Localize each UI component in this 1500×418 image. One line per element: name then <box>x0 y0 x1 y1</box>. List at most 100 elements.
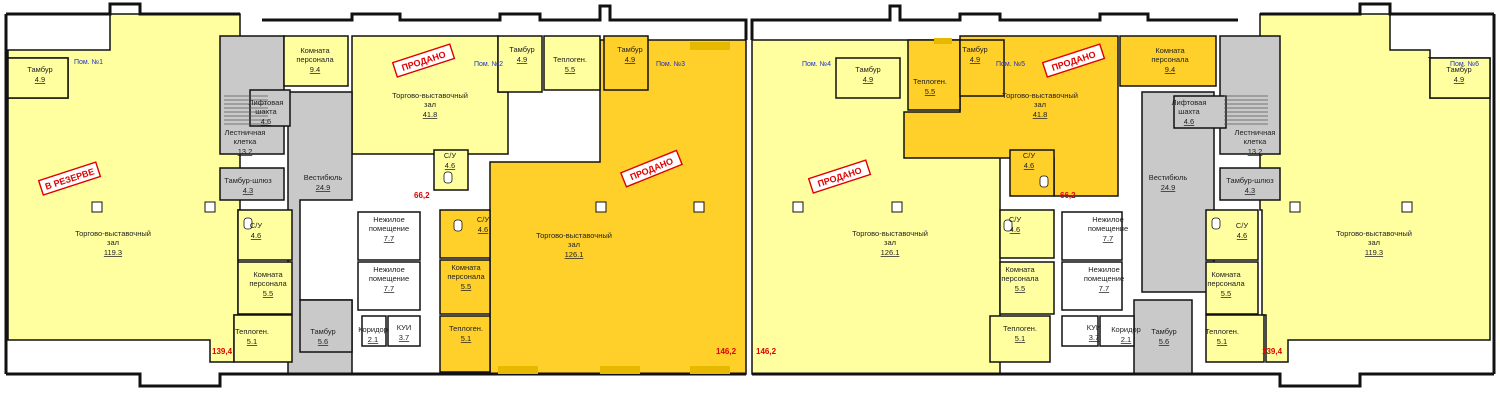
room-name: Тамбур-шлюз <box>1226 176 1274 185</box>
room-name: помещение <box>369 274 409 283</box>
room-name: помещение <box>369 224 409 233</box>
room-name: Тамбур <box>509 45 534 54</box>
room-area: 7.7 <box>1103 234 1113 243</box>
unit-total-area: 139,4 <box>1262 347 1283 356</box>
room-3 <box>237 261 293 315</box>
room-area: 119.3 <box>104 248 122 257</box>
room-45 <box>1205 314 1265 363</box>
room-area: 41.8 <box>423 110 438 119</box>
room-name: Комната <box>1211 270 1241 279</box>
room-area: 7.7 <box>384 234 394 243</box>
room-area: 3.7 <box>1089 333 1099 342</box>
room-name: С/У <box>444 151 457 160</box>
room-27 <box>999 261 1055 315</box>
room-name: Комната <box>300 46 330 55</box>
room-40 <box>1133 299 1193 375</box>
room-name: персонала <box>1001 274 1039 283</box>
room-name: зал <box>1034 100 1046 109</box>
room-area: 4.9 <box>970 55 980 64</box>
room-24 <box>835 57 901 99</box>
outer-wall-3 <box>1260 2 1494 16</box>
room-area: 5.1 <box>247 337 257 346</box>
room-4 <box>233 314 293 363</box>
stamp-frame <box>391 43 456 78</box>
room-name: Вестибюль <box>1149 173 1188 182</box>
room-area: 9.4 <box>310 65 320 74</box>
outer-wall-2 <box>750 4 1238 40</box>
plan-details <box>91 38 1413 374</box>
room-name: Тамбур <box>962 45 987 54</box>
room-11 <box>357 211 421 261</box>
room-2 <box>237 209 293 261</box>
room-8 <box>299 299 353 353</box>
room-area: 5.5 <box>1221 289 1231 298</box>
room-name: Теплоген. <box>449 324 483 333</box>
room-area: 5.5 <box>565 65 575 74</box>
room-name: С/У <box>1236 221 1249 230</box>
room-area: 5.5 <box>461 282 471 291</box>
room-name: персонала <box>447 272 485 281</box>
room-22 <box>439 259 491 315</box>
stamp-frame <box>1041 43 1106 78</box>
room-name: Нежилое <box>373 215 405 224</box>
room-name: Вестибюль <box>304 173 343 182</box>
room-43 <box>1205 209 1259 261</box>
stamp-frame <box>619 149 683 188</box>
room-name: Торгово-выставочный <box>392 91 468 100</box>
room-area: 4.6 <box>1024 161 1034 170</box>
room-name: Теплоген. <box>913 77 947 86</box>
room-name: персонала <box>249 279 287 288</box>
room-area: 4.3 <box>1245 186 1255 195</box>
room-28 <box>989 315 1051 363</box>
room-area: 4.6 <box>261 117 271 126</box>
room-name: Теплоген. <box>1205 327 1239 336</box>
room-23 <box>439 315 491 373</box>
room-26 <box>999 209 1055 259</box>
room-name: КУИ <box>1087 323 1102 332</box>
toilet-icon <box>243 217 253 230</box>
stamp-frame <box>807 159 872 194</box>
room-9 <box>283 35 349 87</box>
column-0 <box>91 201 103 213</box>
room-name: Нежилое <box>373 265 405 274</box>
room-29 <box>1061 211 1123 261</box>
room-name: Торгово-выставочный <box>536 231 612 240</box>
outer-wall-0 <box>6 2 240 16</box>
room-name: зал <box>107 238 119 247</box>
room-36 <box>1119 35 1217 87</box>
room-name: Теплоген. <box>235 327 269 336</box>
room-name: помещение <box>1084 274 1124 283</box>
walls <box>4 2 1496 388</box>
room-32 <box>1099 315 1135 347</box>
toilet-icon <box>1003 219 1013 232</box>
window-1 <box>600 366 640 374</box>
room-area: 5.1 <box>1015 334 1025 343</box>
room-area: 4.3 <box>243 186 253 195</box>
room-labels: Тамбур4.9Торгово-выставочныйзал119.3С/У4… <box>27 45 1471 346</box>
room-44 <box>1205 261 1259 315</box>
room-area: 4.9 <box>517 55 527 64</box>
column-5 <box>891 201 903 213</box>
room-33 <box>907 39 961 111</box>
stamp-frame <box>37 161 102 196</box>
room-area: 3.7 <box>399 333 409 342</box>
toilet-icon <box>1211 217 1221 230</box>
room-area: 5.1 <box>1217 337 1227 346</box>
room-area: 13.2 <box>1248 147 1263 156</box>
room-area: 24.9 <box>316 183 331 192</box>
room-name: Тамбур-шлюз <box>224 176 272 185</box>
room-name: Комната <box>451 263 481 272</box>
room-area: 41.8 <box>1033 110 1048 119</box>
room-14 <box>387 315 421 347</box>
room-name: С/У <box>1023 151 1036 160</box>
room-12 <box>357 261 421 311</box>
room-name: Коридор <box>358 325 388 334</box>
room-42 <box>1219 167 1281 201</box>
room-17 <box>543 35 601 91</box>
room-name: Нежилое <box>1088 265 1120 274</box>
room-name: Тамбур <box>310 327 335 336</box>
room-area: 13.2 <box>238 147 253 156</box>
room-name: Теплоген. <box>553 55 587 64</box>
room-19 <box>603 35 649 91</box>
room-area: 5.6 <box>1159 337 1169 346</box>
